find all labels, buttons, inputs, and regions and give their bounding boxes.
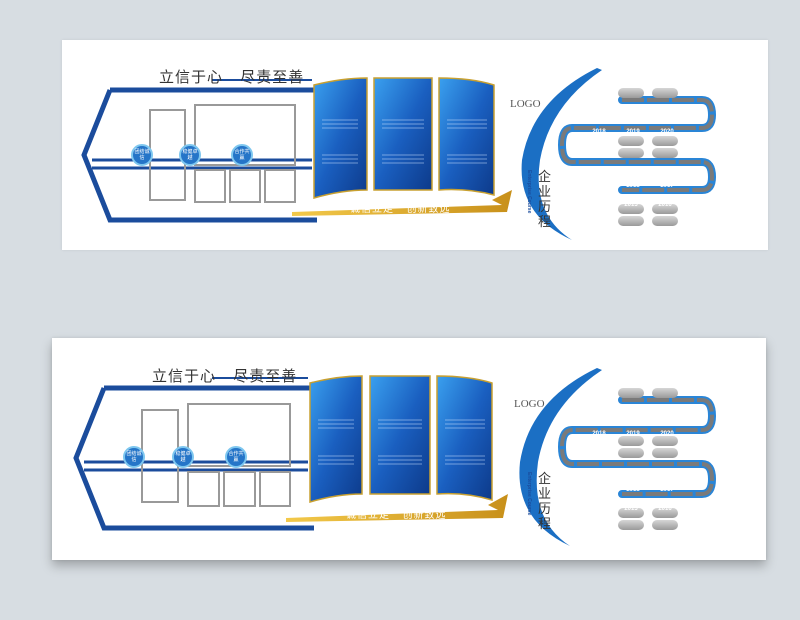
year-label: 2022: [624, 110, 638, 116]
value-circle-label: 合作共赢: [228, 451, 244, 463]
wall-graphics-bottom: [73, 368, 717, 546]
logo-placeholder: LOGO: [510, 98, 541, 110]
year-label: 2018: [592, 129, 606, 135]
year-label: 2015: [624, 506, 638, 512]
year-label: 2015: [624, 202, 638, 208]
logo-placeholder: LOGO: [514, 398, 545, 410]
culture-wall-top: 立信于心 尽责至善 LOGO 诚信立足 创新致远 企业历程 Enterprise…: [62, 40, 768, 250]
year-label: 2018: [626, 487, 640, 493]
value-circle-label: 团结诚信: [134, 149, 150, 161]
year-label: 2020: [660, 431, 674, 437]
year-label: 2018: [592, 431, 606, 437]
year-label: 2018: [626, 183, 640, 189]
history-title-en: Enterprise Course: [526, 472, 532, 516]
value-circle-label: 稳健卓越: [175, 451, 191, 463]
slogan-text: 立信于心 尽责至善: [159, 68, 305, 86]
history-title-en: Enterprise Course: [526, 170, 532, 214]
gold-banner-text: 诚信立足 创新致远: [350, 204, 451, 215]
year-label: 2017: [660, 183, 674, 189]
history-title-cn: 企业历程: [538, 472, 552, 532]
value-circle-label: 合作共赢: [234, 149, 250, 161]
value-circle-label: 团结诚信: [126, 451, 142, 463]
year-label: 2017: [660, 487, 674, 493]
year-label: 2019: [626, 431, 640, 437]
year-label: 2018: [592, 183, 606, 189]
year-label: 2021: [658, 110, 672, 116]
year-label: 2019: [626, 129, 640, 135]
year-label: 2018: [592, 487, 606, 493]
year-label: 2016: [658, 202, 672, 208]
year-label: 2020: [660, 129, 674, 135]
year-label: 2016: [658, 506, 672, 512]
slogan-text: 立信于心 尽责至善: [152, 367, 298, 385]
wall-graphics-top: [81, 68, 717, 240]
history-title-cn: 企业历程: [538, 170, 552, 230]
year-label: 2021: [658, 410, 672, 416]
year-label: 2022: [624, 410, 638, 416]
culture-wall-bottom: 立信于心 尽责至善 LOGO 诚信立足 创新致远 企业历程 Enterprise…: [52, 338, 766, 560]
value-circle-label: 稳健卓越: [182, 149, 198, 161]
gold-banner-text: 诚信立足 创新致远: [346, 510, 447, 521]
